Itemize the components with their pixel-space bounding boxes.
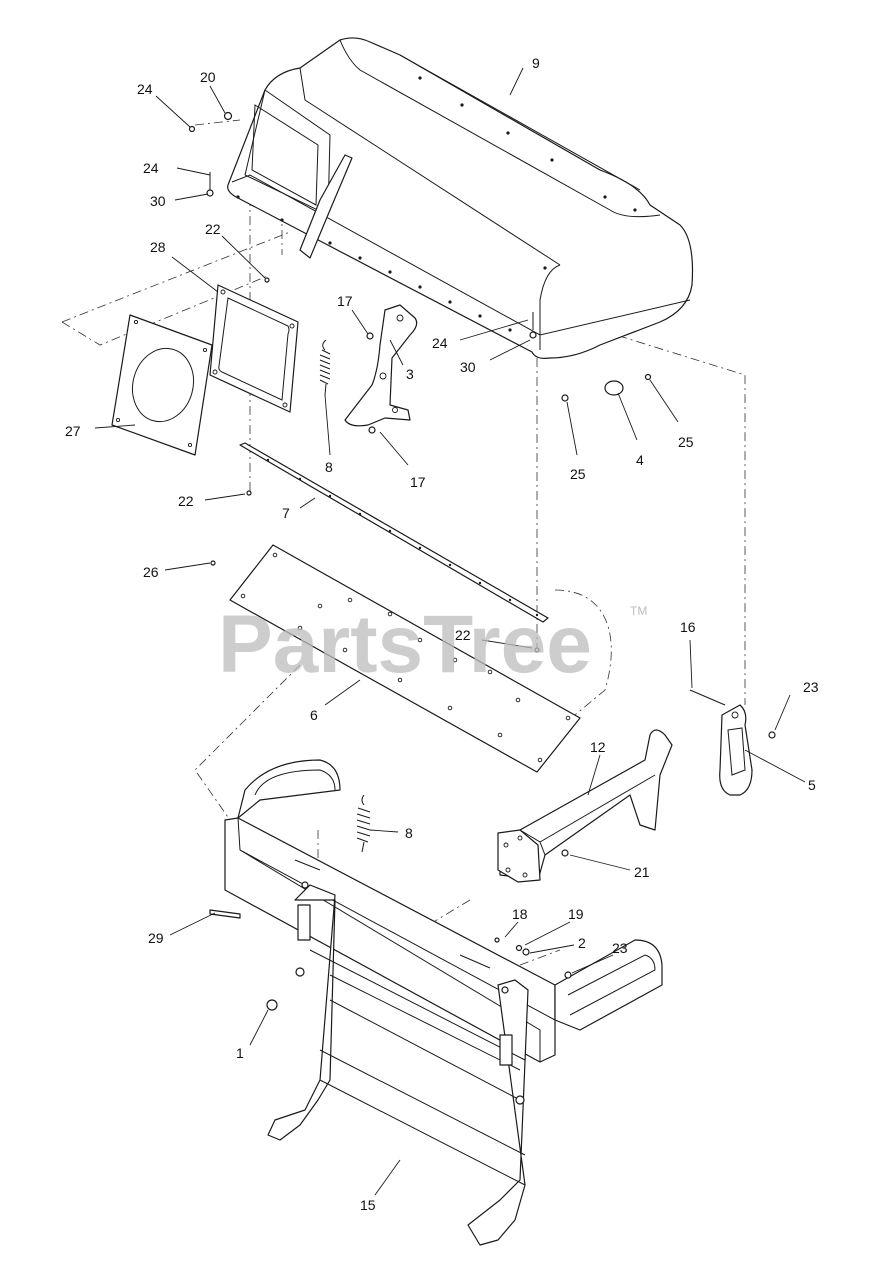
- part-9-cover[interactable]: [227, 37, 694, 359]
- callout-4: 4: [636, 452, 644, 468]
- callout-24: 24: [137, 81, 153, 97]
- callout-12: 12: [590, 739, 606, 755]
- callout-22: 22: [205, 221, 221, 237]
- leader-lines: [94, 67, 806, 1196]
- callout-21: 21: [634, 864, 650, 880]
- part-27-plate[interactable]: [111, 314, 213, 456]
- callout-17: 17: [410, 474, 426, 490]
- callout-17: 17: [337, 293, 353, 309]
- callout-29: 29: [148, 930, 164, 946]
- callout-20: 20: [200, 69, 216, 85]
- callout-labels: 9 20 24 24 30 22 28 17 24 30 3 8 17 25 4…: [65, 55, 819, 1213]
- part-3-bracket[interactable]: [344, 304, 418, 427]
- plate-holes: [240, 552, 571, 763]
- callout-26: 26: [143, 564, 159, 580]
- watermark: PartsTree TM: [218, 599, 647, 690]
- callout-24: 24: [432, 335, 448, 351]
- callout-2: 2: [578, 935, 586, 951]
- callout-23: 23: [612, 940, 628, 956]
- callout-25: 25: [570, 466, 586, 482]
- callout-6: 6: [310, 707, 318, 723]
- callout-22: 22: [178, 493, 194, 509]
- part-8-spring-lower[interactable]: [356, 794, 371, 853]
- watermark-trademark: TM: [630, 604, 647, 618]
- strip-holes: [266, 458, 539, 617]
- callout-19: 19: [568, 906, 584, 922]
- part-12-arm[interactable]: [497, 729, 673, 883]
- part-7-strip[interactable]: [239, 442, 549, 623]
- callout-30: 30: [460, 359, 476, 375]
- part-8-spring-upper[interactable]: [319, 339, 331, 396]
- callout-28: 28: [150, 239, 166, 255]
- callout-3: 3: [406, 366, 414, 382]
- callout-27: 27: [65, 423, 81, 439]
- fasteners-upper: [188, 111, 652, 653]
- callout-30: 30: [150, 193, 166, 209]
- callout-15: 15: [360, 1197, 376, 1213]
- callout-1: 1: [236, 1045, 244, 1061]
- cover-holes: [236, 76, 637, 332]
- callout-23: 23: [803, 679, 819, 695]
- callout-25: 25: [678, 434, 694, 450]
- part-15-frame[interactable]: [209, 759, 663, 1246]
- callout-22: 22: [455, 627, 471, 643]
- part-5-latch[interactable]: [689, 689, 776, 796]
- part-6-plate[interactable]: [229, 544, 581, 773]
- callout-16: 16: [680, 619, 696, 635]
- part-28-gasket[interactable]: [209, 284, 299, 413]
- callout-18: 18: [512, 906, 528, 922]
- watermark-text: PartsTree: [218, 599, 592, 690]
- callout-7: 7: [282, 505, 290, 521]
- callout-8: 8: [325, 459, 333, 475]
- callout-5: 5: [808, 777, 816, 793]
- callout-24: 24: [143, 160, 159, 176]
- callout-9: 9: [532, 55, 540, 71]
- callout-8: 8: [405, 825, 413, 841]
